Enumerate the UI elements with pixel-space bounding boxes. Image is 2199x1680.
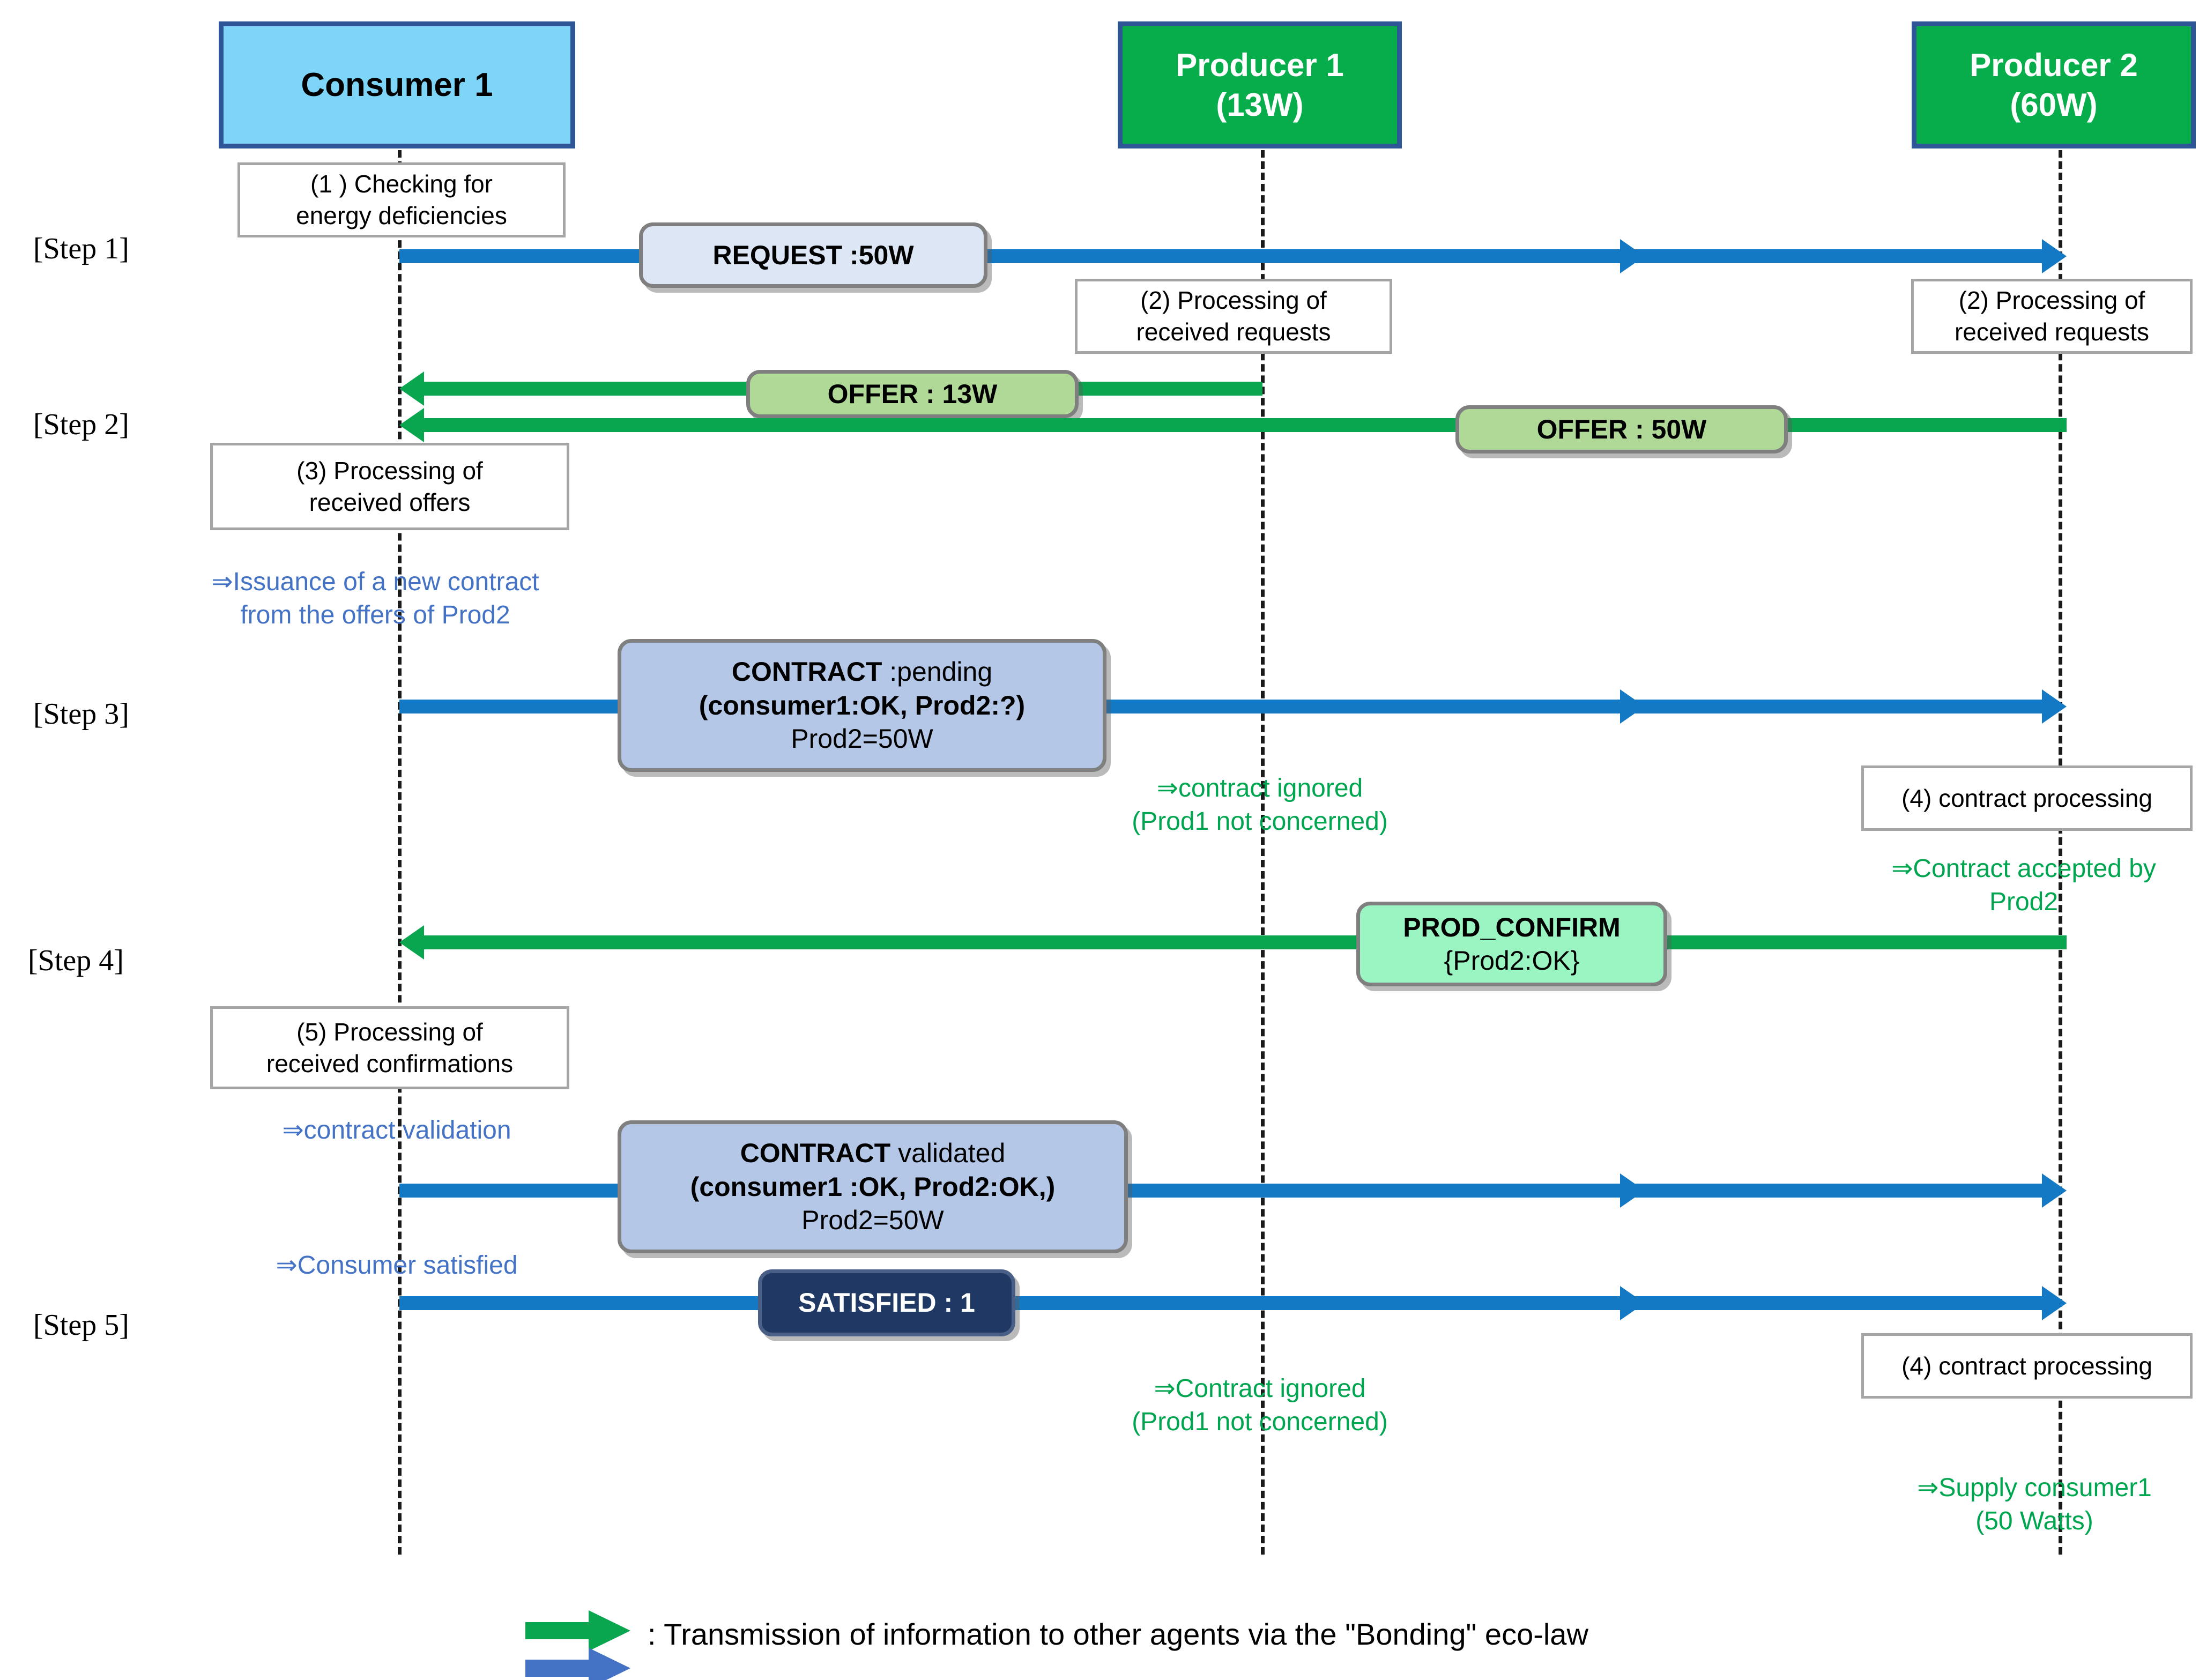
arrow-shaft [424,935,2067,949]
annotation-contract-accepted-by-prod2: ⇒Contract accepted by Prod2 [1852,852,2195,919]
annotation-contract-validation: ⇒contract validation [214,1114,579,1147]
annotation-contract-ignored-step3: ⇒contract ignored (Prod1 not concerned) [1072,772,1447,839]
arrow-head-producer2 [2042,689,2067,724]
contract-status: validated [890,1138,1006,1169]
message-arrow-offer-50w[interactable] [399,408,2067,442]
green-arrow-swatch [525,1610,630,1651]
actor-producer1-capacity: (13W) [1216,86,1304,123]
message-label-prod-confirm[interactable]: PROD_CONFIRM {Prod2:OK} [1356,902,1667,986]
annotation-line-2: (Prod1 not concerned) [1132,807,1388,836]
message-label-line-2: (consumer1:OK, Prod2:?) [699,690,1026,720]
message-label-line-3: Prod2=50W [801,1205,944,1236]
step-label-5: [Step 5] [33,1309,129,1342]
arrow-head-producer1 [1620,1173,1645,1208]
actor-producer2-capacity: (60W) [2010,86,2098,123]
message-label-line-1: CONTRACT :pending [732,655,992,689]
note-processing-received-offers: (3) Processing of received offers [210,443,569,530]
arrow-head-consumer1 [399,371,424,406]
message-label-line-1: REQUEST :50W [712,240,914,270]
annotation-line-1: ⇒Supply consumer1 [1917,1474,2152,1502]
annotation-line-1: ⇒contract validation [282,1116,511,1144]
note-line-2: received confirmations [266,1049,514,1077]
annotation-line-1: ⇒Contract ignored [1154,1374,1366,1403]
message-label-line-1: OFFER : 50W [1536,414,1707,444]
arrow-head-producer2 [2042,1173,2067,1208]
arrow-head-consumer1 [399,925,424,960]
contract-keyword: CONTRACT [731,657,882,687]
legend-description: : Transmission of information to other a… [648,1617,1588,1651]
message-label-offer-50w[interactable]: OFFER : 50W [1455,405,1788,454]
step-label-1: [Step 1] [33,232,129,265]
annotation-issuance-new-contract: ⇒Issuance of a new contract from the off… [188,566,563,633]
message-arrow-satisfied[interactable] [399,1286,2067,1320]
note-processing-received-requests-p2: (2) Processing of received requests [1911,279,2193,354]
arrow-head-producer1 [1620,689,1645,724]
annotation-line-2: (Prod1 not concerned) [1132,1408,1388,1437]
message-label-line-1: PROD_CONFIRM [1403,912,1621,942]
contract-keyword: CONTRACT [740,1138,891,1169]
annotation-line-1: ⇒contract ignored [1156,774,1363,802]
annotation-contract-ignored-step5: ⇒Contract ignored (Prod1 not concerned) [1072,1372,1447,1439]
message-label-contract-pending[interactable]: CONTRACT :pending (consumer1:OK, Prod2:?… [618,639,1106,772]
message-label-request[interactable]: REQUEST :50W [639,222,987,288]
message-label-line-1: OFFER : 13W [827,378,998,409]
message-label-line-1: SATISFIED : 1 [798,1288,975,1318]
arrow-head-producer1 [1620,239,1645,273]
note-line-2: received offers [309,488,471,516]
note-line-1: (4) contract processing [1901,1351,2152,1380]
message-label-line-2: {Prod2:OK} [1444,946,1580,976]
note-line-2: received requests [1954,318,2150,346]
arrow-shaft [424,418,2067,432]
note-line-1: (5) Processing of [296,1017,483,1046]
actor-producer1[interactable]: Producer 1 (13W) [1118,21,1402,148]
annotation-line-2: Prod2 [1989,888,2059,917]
note-checking-energy-deficiencies: (1 ) Checking for energy deficiencies [237,162,566,237]
note-line-1: (2) Processing of [1140,286,1327,315]
step-label-3: [Step 3] [33,697,129,731]
message-label-line-3: Prod2=50W [791,724,933,754]
arrow-shaft [399,1296,2042,1310]
note-line-1: (3) Processing of [296,456,483,485]
note-line-1: (2) Processing of [1958,286,2145,315]
arrow-head-producer2 [2042,239,2067,273]
note-line-2: energy deficiencies [296,202,507,229]
note-line-2: received requests [1136,318,1331,346]
message-label-line-1: CONTRACT validated [740,1136,1006,1170]
lifeline-producer2 [2059,150,2062,1555]
blue-arrow-swatch [525,1648,630,1680]
note-line-1: (1 ) Checking for [310,170,493,198]
contract-status: :pending [882,657,993,687]
annotation-line-2: from the offers of Prod2 [240,601,510,630]
lifeline-consumer1 [398,150,402,1555]
arrow-head-producer2 [2042,1286,2067,1320]
annotation-supply-consumer1: ⇒Supply consumer1 (50 Watts) [1871,1471,2198,1538]
message-label-contract-validated[interactable]: CONTRACT validated (consumer1 :OK, Prod2… [618,1120,1128,1253]
arrow-head-producer1 [1620,1286,1645,1320]
message-arrow-prod-confirm[interactable] [399,925,2067,960]
annotation-line-1: ⇒Issuance of a new contract [211,568,539,596]
note-processing-received-confirmations: (5) Processing of received confirmations [210,1006,569,1089]
actor-consumer1[interactable]: Consumer 1 [219,21,575,148]
message-label-satisfied[interactable]: SATISFIED : 1 [758,1269,1015,1336]
actor-consumer1-name: Consumer 1 [301,66,493,103]
note-line-1: (4) contract processing [1901,784,2152,812]
message-label-line-2: (consumer1 :OK, Prod2:OK,) [690,1171,1056,1202]
step-label-2: [Step 2] [33,408,129,441]
lifeline-producer1 [1261,150,1265,1555]
annotation-line-1: ⇒Contract accepted by [1891,854,2156,883]
note-contract-processing-step5: (4) contract processing [1861,1333,2193,1399]
actor-producer2[interactable]: Producer 2 (60W) [1912,21,2196,148]
note-contract-processing-step3: (4) contract processing [1861,765,2193,831]
annotation-consumer-satisfied: ⇒Consumer satisfied [214,1249,579,1282]
note-processing-received-requests-p1: (2) Processing of received requests [1075,279,1392,354]
actor-producer1-name: Producer 1 [1176,47,1344,84]
actor-producer2-name: Producer 2 [1970,47,2138,84]
annotation-line-1: ⇒Consumer satisfied [276,1251,518,1280]
message-label-offer-13w[interactable]: OFFER : 13W [746,370,1079,418]
step-label-4: [Step 4] [28,944,124,977]
annotation-line-2: (50 Watts) [1975,1507,2093,1536]
arrow-head-consumer1 [399,408,424,442]
